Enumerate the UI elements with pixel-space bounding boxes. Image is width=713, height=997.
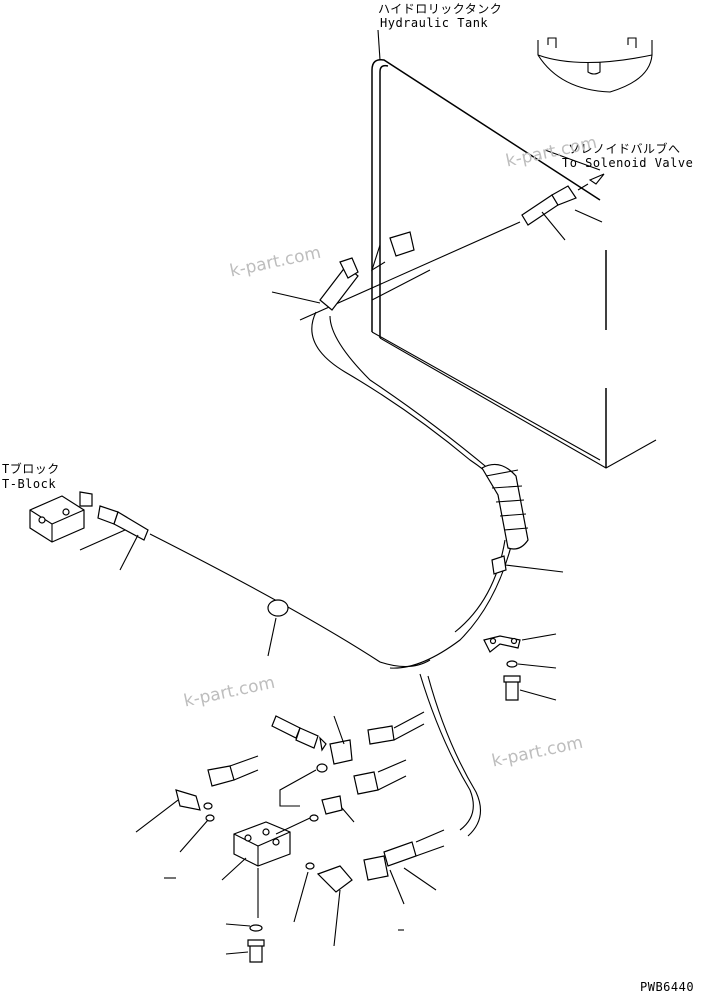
lower-hose bbox=[419, 673, 482, 837]
tank-label-jp: ハイドロリックタンク bbox=[378, 2, 503, 16]
spiral-guard bbox=[481, 463, 529, 550]
tank-label-en: Hydraulic Tank bbox=[380, 16, 489, 30]
tank-label-leader bbox=[377, 29, 381, 61]
tblock-label-en: T-Block bbox=[2, 477, 57, 491]
hose-ring bbox=[267, 599, 289, 657]
hose-clamp bbox=[491, 555, 564, 575]
return-hose bbox=[311, 311, 516, 669]
solenoid-label-en: To Solenoid Valve bbox=[562, 156, 694, 170]
t-block-assembly bbox=[29, 491, 431, 668]
solenoid-leader bbox=[544, 149, 601, 171]
tank-elbow-fitting bbox=[271, 231, 415, 311]
clamp-bracket bbox=[483, 633, 557, 701]
tblock-label-jp: Tブロック bbox=[2, 462, 60, 476]
hydraulic-tank bbox=[371, 58, 657, 469]
drawing-number: PWB6440 bbox=[640, 980, 695, 994]
lower-fitting-group bbox=[135, 711, 445, 963]
solenoid-label-jp: ソレノイドバルブへ bbox=[568, 142, 681, 156]
tank-cap bbox=[537, 37, 653, 93]
arrow-icon bbox=[588, 173, 605, 185]
solenoid-hose-fitting bbox=[299, 183, 603, 321]
